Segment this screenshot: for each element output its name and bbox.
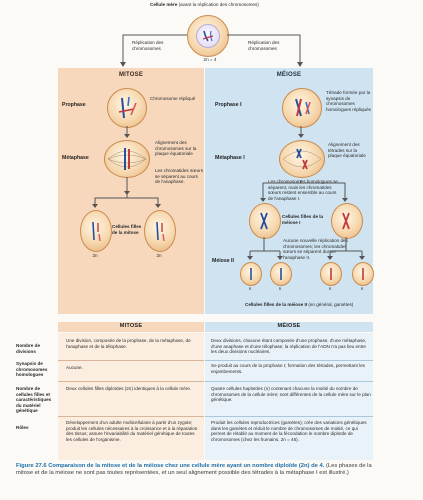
meiose-metaphase-label: Métaphase I [215,155,245,161]
chromosome-icon [330,268,332,280]
daughters2-title: Cellules filles de la méiose II [245,302,308,307]
row-label-divisions: Nombre de divisions [16,343,40,354]
homologs-label: Les chromosomes homologues se séparent, … [268,179,338,201]
n-label-2: n [278,286,282,291]
chromosome-icon [362,268,364,280]
row-divider [58,416,204,417]
replication-right-label: Réplication des chromosomes [248,40,280,51]
mother-cell-title: Cellule mère [150,2,178,7]
mitose-metaphase-cell [104,140,150,178]
row-meiose-roles: Produit les cellules reproductrices (gam… [211,420,367,442]
replication-left-label: Réplication des chromosomes [132,40,164,51]
n-label-3: n [328,286,332,291]
row-mitose-divisions: Une division, composée de la prophase, d… [66,338,191,349]
mitose-alignment-label: Alignement des chromosomes sur la plaque… [155,140,197,157]
meiose-metaphase-cell [279,140,325,178]
row-mitose-roles: Développement d'un adulte multicellulair… [66,420,198,442]
row-meiose-daughter-cells: Quatre cellules haploïdes (n) contenant … [211,386,371,403]
mother-cell-note: (avant la réplication des chromosomes) [178,2,259,7]
chromosome-icon [156,221,165,242]
row-divider [58,381,204,382]
spindle-icon [282,148,322,170]
replicated-chromosome-label: Chromosome répliqué [150,96,196,101]
chromosome-icon [92,221,101,242]
table-header-mitose-bg [58,322,204,332]
row-mitose-synapsis: Aucune. [66,365,83,370]
chromosome-icon [342,212,350,230]
mitose-daughter-cell-2 [144,210,176,252]
mother-cell [187,15,229,57]
row-label-daughter-cells: Nombre de cellules filles et caractérist… [16,386,52,414]
meiose-daughters1-label: Cellules filles de la méiose I [282,214,324,225]
arrow-down-icon [124,177,130,195]
meiose-prophase-cell [282,88,322,128]
meiose-daughters2-label: Cellules filles de la méiose II (en géné… [245,302,375,308]
gamete-cell-3 [320,262,342,286]
mitose-sisters-label: Les chromatides sœurs se séparent au cou… [155,168,203,185]
branch-arrows [120,34,303,67]
no-replication-label: Aucune nouvelle réplication des chromoso… [283,238,348,260]
n-label-4: n [360,286,364,291]
table-header-meiose-bg [205,322,373,332]
mitose-prophase-cell [107,88,147,128]
tetrad-label: Tétrade formée par la synapsis de chromo… [326,90,371,112]
chromosome-icon [260,212,268,230]
gamete-cell-2 [270,262,292,286]
table-header-mitose: MITOSE [119,323,143,329]
gamete-cell-4 [352,262,374,286]
meiose-alignment-label: Alignement des tétrades sur la plaque éq… [328,142,366,159]
split-arrow [260,180,348,202]
chromosome-icon [250,268,252,280]
gamete-cell-1 [240,262,262,286]
tetrad-icon [295,98,311,117]
caption-title: Comparaison de la mitose et de la méiose… [48,463,325,469]
mitose-prophase-label: Prophase [62,102,86,108]
ploidy-label: 2n = 4 [203,57,217,62]
arrow-down-icon [298,126,304,138]
arrow-down-icon [124,126,130,138]
mitose-title: MITOSE [118,72,144,78]
figure-caption: Figure 27.6 Comparaison de la mitose et … [16,463,386,477]
row-label-synapsis: Synapsis de chromosomes homologues [16,361,48,378]
chromosome-icon [118,96,137,119]
row-divider [58,360,204,361]
chromosome-icon [202,30,214,42]
meiose-prophase-label: Prophase I [215,102,242,108]
meiose-title: MÉIOSE [276,72,302,78]
row-label-roles: Rôles [16,425,29,430]
mitose-daughters-label: Cellules filles de la mitose [112,224,142,235]
n-label-1: n [248,286,252,291]
row-meiose-synapsis: Se produit au cours de la prophase I; fo… [211,363,365,374]
mitose-metaphase-label: Métaphase [62,155,89,161]
split-arrow [92,194,161,208]
mitose-2n-label-1: 2n [92,253,98,258]
daughters2-note: (en général, gamètes) [308,302,354,307]
row-divider [205,360,373,361]
row-mitose-daughter-cells: Deux cellules filles diploïdes (2n) iden… [66,386,192,391]
mitose-2n-label-2: 2n [156,253,162,258]
caption-note: (Les phases de la mitose et de la méiose… [16,463,372,476]
row-divider [205,416,373,417]
mother-nucleus [196,24,220,48]
row-divider [205,381,373,382]
table-mitose-col [58,333,204,460]
meiose-daughter-cell-2 [331,203,363,239]
mitose-daughter-cell-1 [80,210,112,252]
table-meiose-col [205,333,373,460]
meiose2-label: Méiose II [212,258,234,264]
table-header-meiose: MÉIOSE [277,323,301,329]
caption-figure-number: Figure 27.6 [16,463,47,469]
mother-cell-label: Cellule mère (avant la réplication des c… [150,2,310,8]
meiose-daughter-cell-1 [249,203,281,239]
row-meiose-divisions: Deux divisions, chacune étant composée d… [211,338,367,355]
chromosome-icon [280,268,282,280]
meiose2-arrows [247,237,365,260]
spindle-icon [107,148,147,170]
